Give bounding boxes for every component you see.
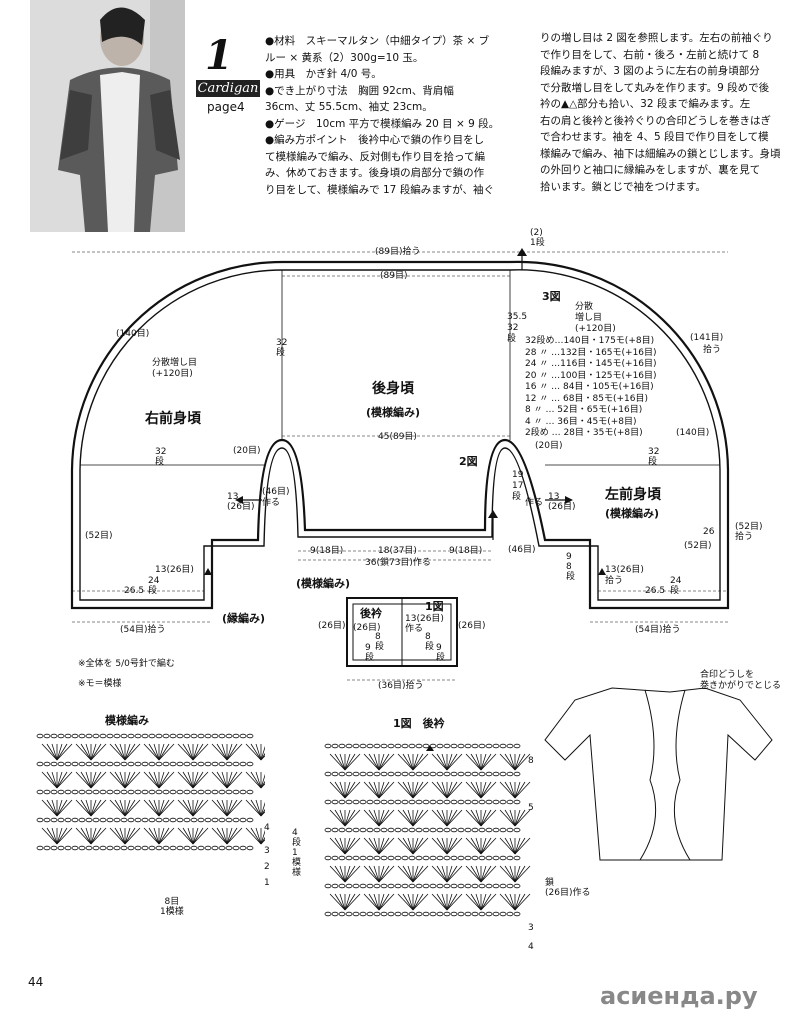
chart-left-row-1: 1 xyxy=(264,878,270,888)
collar-26-left: (26目) xyxy=(318,621,346,631)
dist-left: 分散増し目 (+120目) xyxy=(152,358,198,379)
left-front-pattern: (模様編み) xyxy=(605,507,660,520)
dim-36: 36(鎖73目)作る xyxy=(365,558,431,568)
dim-54-right: (54目)拾う xyxy=(635,625,681,635)
note-mo: ※モ＝模様 xyxy=(78,679,122,689)
dim-13-right: 13 (26目) xyxy=(548,492,576,512)
chart-right-row-3: 3 xyxy=(528,923,534,933)
instructions-right: りの増し目は 2 図を参照します。左右の前袖ぐりで作り目をして、右前・後ろ・左前… xyxy=(540,32,781,193)
dim-20-right: (20目) xyxy=(535,441,563,451)
fig1-label: 1図 xyxy=(425,600,444,613)
collar-26: (26目) xyxy=(353,623,381,633)
page-number: 44 xyxy=(28,975,44,989)
dim-9-left: 9(18目) xyxy=(310,546,344,556)
collar-26-right: (26目) xyxy=(458,621,486,631)
chart-left-side: 4 段 1 模 様 xyxy=(292,828,302,878)
dim-top-outer: (89目)拾う xyxy=(375,247,421,257)
dim-13-left: 13 (26目) xyxy=(227,492,255,512)
chart-right-row-4: 4 xyxy=(528,942,534,952)
collar-9b: 9 段 xyxy=(436,643,446,663)
chart-left-grid xyxy=(36,733,265,851)
dim-20-left: (20目) xyxy=(233,446,261,456)
model-photo xyxy=(30,0,185,232)
dim-top-inner: (89目) xyxy=(380,271,408,281)
collar-9: 9 段 xyxy=(365,643,375,663)
collar-8: 8 段 xyxy=(375,632,385,652)
dim-26-5-right: 26.5 xyxy=(645,586,666,596)
note-needle: ※全体を 5/0号針で編む xyxy=(78,659,175,669)
dim-24-right: 24 段 xyxy=(670,576,682,596)
chart-left-bottom: 8目 1模様 xyxy=(160,897,184,917)
dim-left-arc: (140目) xyxy=(116,329,150,339)
dim-13-right-make: 作る xyxy=(525,498,544,508)
dim-54-left: (54目)拾う xyxy=(120,625,166,635)
dim-19: 19 17 段 xyxy=(512,470,524,502)
chart-right-grid xyxy=(324,743,531,917)
dim-32-right: 32 段 xyxy=(648,447,660,467)
chart-right-note: 鎖 (26目)作る xyxy=(545,878,591,898)
back-body-label: 後身頃 xyxy=(372,381,414,397)
chart-right-title: 1図 後衿 xyxy=(393,717,445,730)
collar-36: (36目)拾う xyxy=(378,681,424,691)
chart-left-row-4: 4 xyxy=(264,823,270,833)
dim-rows-32: 32 段 xyxy=(276,338,288,358)
dim-13-right-pick: 拾う xyxy=(605,576,624,586)
collar-8b: 8 段 xyxy=(425,632,435,652)
dim-35-5: 35.5 32 段 xyxy=(507,312,528,344)
dim-right-arc-2: 拾う xyxy=(703,345,722,355)
dim-24-left: 24 段 xyxy=(148,576,160,596)
dim-9-right: 9(18目) xyxy=(449,546,483,556)
pattern-number: 1 xyxy=(205,32,233,79)
chart-left-title: 模様編み xyxy=(105,714,149,727)
watermark: асиенда.ру xyxy=(600,982,758,1010)
left-front-label: 左前身頃 xyxy=(605,487,661,503)
increase-table: 32段め…140目・175モ(+8目)28 〃 …132目・165モ(+16目)… xyxy=(525,336,657,438)
dim-52-left: (52目) xyxy=(85,531,113,541)
pattern-tag: Cardigan xyxy=(196,80,260,97)
edge-label: (縁編み) xyxy=(222,612,266,625)
chart-right-row-5: 5 xyxy=(528,803,534,813)
fig2-label: 2図 xyxy=(459,455,478,468)
dim-46-right: (46目) xyxy=(508,545,536,555)
dim-45: 45(89目) xyxy=(378,432,417,442)
back-body-pattern: (模様編み) xyxy=(366,406,421,419)
right-front-label: 右前身頃 xyxy=(145,411,201,427)
dim-13-left-make: 作る xyxy=(262,498,281,508)
collar-13: 13(26目) 作る xyxy=(405,614,444,634)
dim-right-arc: (141目) xyxy=(690,333,724,343)
chart-right-row-8: 8 xyxy=(528,756,534,766)
dim-26-right: 26 xyxy=(703,527,715,537)
dim-52-right: (52目) xyxy=(684,541,712,551)
chart-left-row-2: 2 xyxy=(264,862,270,872)
page-reference: page4 xyxy=(207,100,245,114)
dim-26-5-left: 26.5 xyxy=(124,586,145,596)
chart-left-row-3: 3 xyxy=(264,846,270,856)
dim-9-8-right: 9 8 段 xyxy=(566,552,576,582)
dist-right: 分散 増し目 (+120目) xyxy=(575,302,616,334)
cardigan-note: 合印どうしを 巻きかがりでとじる xyxy=(700,670,782,691)
dim-18: 18(37目) xyxy=(378,546,417,556)
dim-46-left: (46目) xyxy=(262,487,290,497)
dim-52-right-pick: (52目) 拾う xyxy=(735,522,763,542)
collar-pattern-label: (模様編み) xyxy=(296,577,351,590)
dim-13-left-bottom: 13(26目) xyxy=(155,565,194,575)
dim-13-right-bottom: 13(26目) xyxy=(605,565,644,575)
collar-label: 後衿 xyxy=(360,607,382,620)
instructions-left: ●材料 スキーマルタン（中細タイプ）茶 × ブルー × 黄系（2）300g=10… xyxy=(265,35,500,196)
dim-32-left: 32 段 xyxy=(155,447,167,467)
dim-right-inner: (140目) xyxy=(676,428,710,438)
dim-top-rows: (2) 1段 xyxy=(530,228,545,248)
fig3-label: 3図 xyxy=(542,290,561,303)
